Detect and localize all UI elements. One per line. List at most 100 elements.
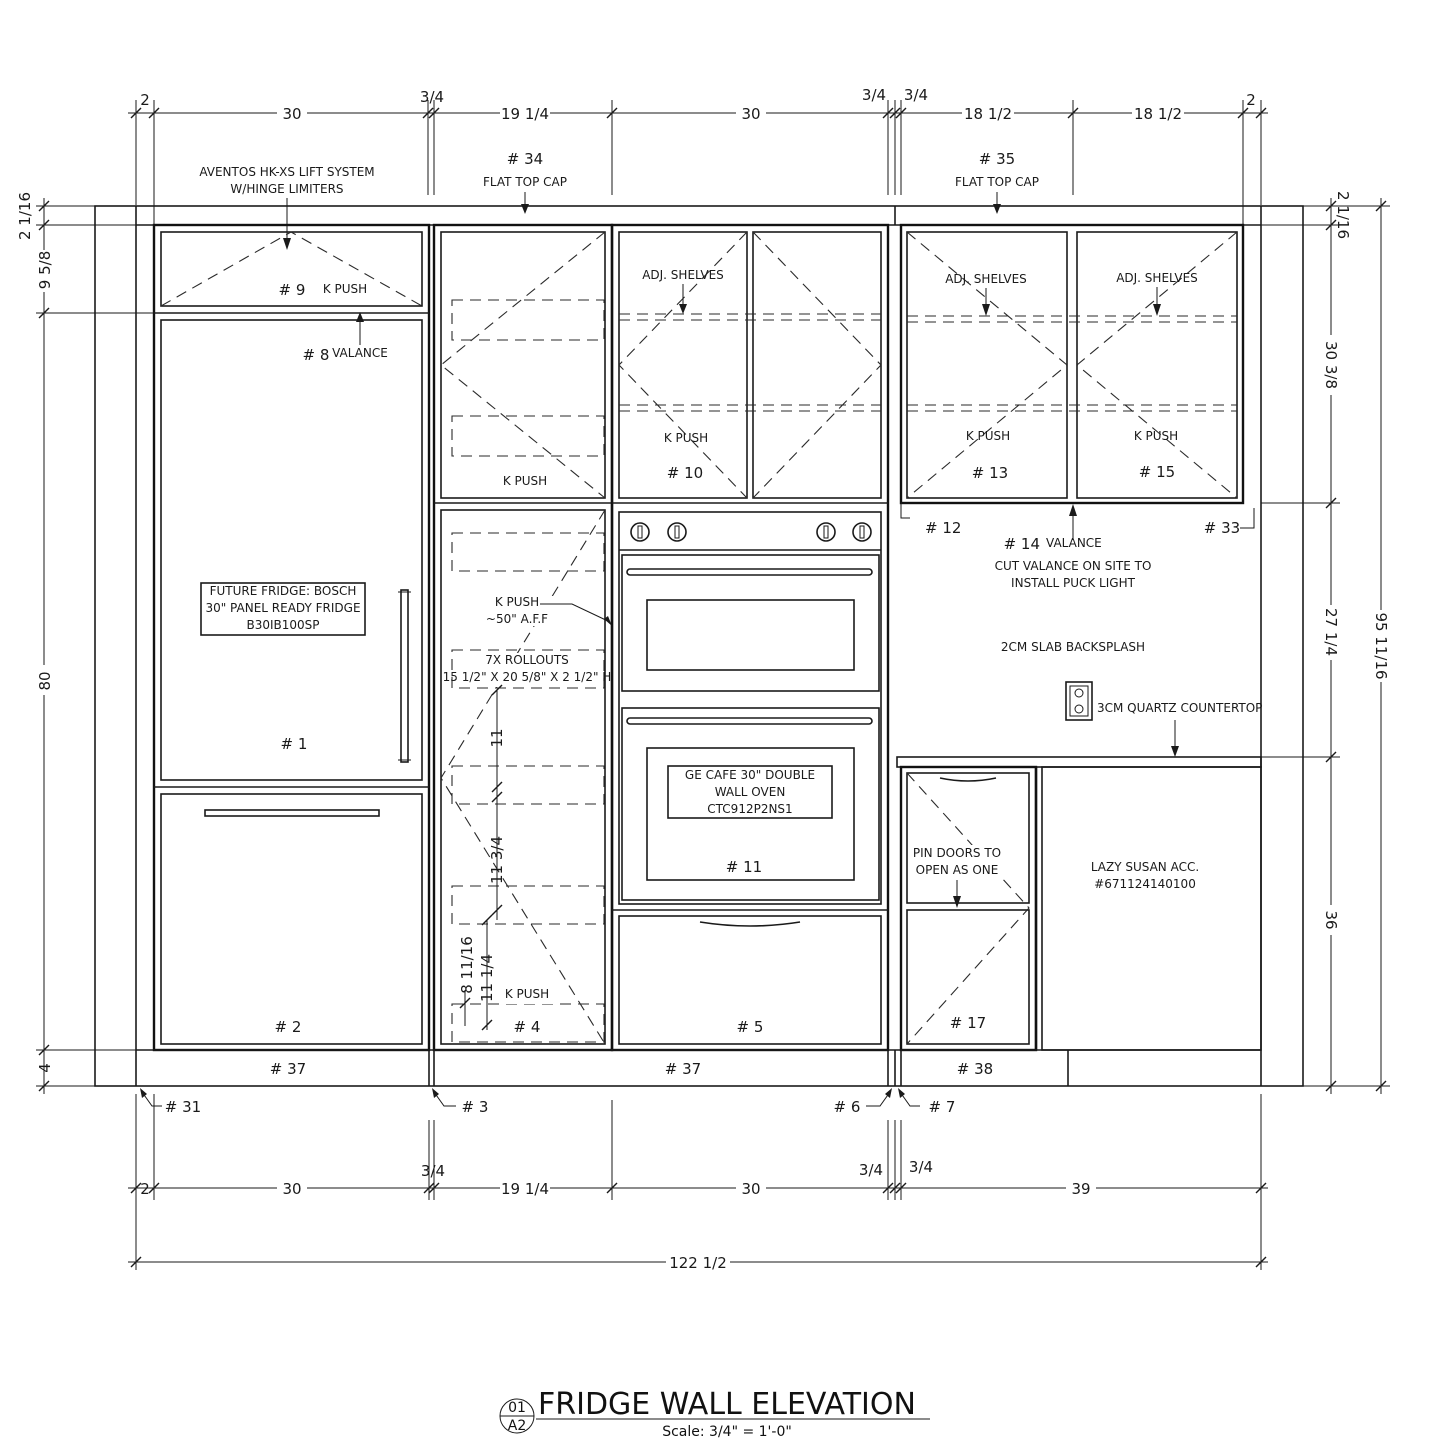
bottom-dim-total: 122 1/2: [669, 1254, 727, 1272]
lazy-susan-note-1: LAZY SUSAN ACC.: [1091, 860, 1199, 874]
drawing-scale: Scale: 3/4" = 1'-0": [662, 1424, 792, 1440]
rollouts-note-1: 7X ROLLOUTS: [485, 653, 569, 667]
tag-10: # 10: [667, 464, 703, 482]
top-dim-1: 2: [140, 91, 150, 109]
drawer-5: [618, 915, 882, 1045]
top-dimension-string: 2 30 3/4 19 1/4 30 3/4 3/4 18 1/2 18 1/2…: [128, 86, 1268, 225]
tag-12: # 12: [925, 519, 961, 537]
tag-6: # 6: [834, 1098, 861, 1116]
kpush-mid-note-2: ~50" A.F.F: [486, 612, 548, 626]
adj-shelves-13-note: ADJ. SHELVES: [945, 272, 1027, 286]
fridge-note-line1: FUTURE FRIDGE: BOSCH: [210, 584, 357, 598]
tag-31: # 31: [165, 1098, 201, 1116]
fridge-panel-1: [160, 319, 423, 781]
upper-pantry-door: [440, 231, 606, 499]
left-dim-2: 9 5/8: [36, 251, 54, 289]
fridge-note-box: [200, 582, 366, 636]
tag-11: # 11: [726, 858, 762, 876]
tag-3: # 3: [462, 1098, 489, 1116]
rollout-dim-4: 11 1/4: [478, 954, 496, 1002]
tag-8: # 8: [303, 346, 330, 364]
tag-35: # 35: [979, 150, 1015, 168]
base-door-17-lower: [906, 909, 1030, 1045]
right-dim-total: 95 11/16: [1372, 612, 1390, 679]
tag-1: # 1: [281, 735, 308, 753]
right-dim-2: 30 3/8: [1322, 341, 1340, 389]
right-dim-4: 36: [1322, 910, 1340, 929]
oven-note-box: [667, 765, 833, 819]
tag-37-left: # 37: [270, 1060, 306, 1078]
top-dim-7: 3/4: [904, 86, 928, 104]
kpush-upper-note: K PUSH: [503, 474, 547, 488]
tag-34: # 34: [507, 150, 543, 168]
kpush-13-note: K PUSH: [966, 429, 1010, 443]
top-dim-6: 3/4: [862, 86, 886, 104]
top-dim-3: 3/4: [420, 88, 444, 106]
lower-oven-window: [646, 747, 855, 881]
tag-5: # 5: [737, 1018, 764, 1036]
bottom-dim-5: 30: [741, 1180, 760, 1198]
drawing-title: FRIDGE WALL ELEVATION: [538, 1387, 916, 1422]
fridge-note-line2: 30" PANEL READY FRIDGE: [205, 601, 360, 615]
filler-tags: # 31 # 3 # 6 # 7: [140, 1088, 955, 1116]
right-dimension-string: 2 1/16 30 3/8 27 1/4 36 95 11/16: [1261, 191, 1390, 1094]
bottom-dim-8: 39: [1071, 1180, 1090, 1198]
outlet-icon: [1065, 681, 1093, 721]
bottom-dimension-string: 2 30 3/4 19 1/4 30 3/4 3/4 39 122 1/2: [128, 1094, 1268, 1272]
backsplash-zone: # 12 # 14 VALANCE CUT VALANCE ON SITE TO…: [896, 503, 1262, 768]
rollout-dimensions: 11 11 3/4 8 11/16 11 1/4: [458, 684, 506, 1031]
bottom-dim-2: 30: [282, 1180, 301, 1198]
kpush-10-note: K PUSH: [664, 431, 708, 445]
toe-kick: [136, 1049, 1261, 1086]
adj-shelves-10-note: ADJ. SHELVES: [642, 268, 724, 282]
upper-door-10-right: [752, 231, 882, 499]
pin-doors-note-2: OPEN AS ONE: [916, 863, 999, 877]
detail-number: 01: [508, 1400, 526, 1416]
valance-8-note: VALANCE: [332, 346, 388, 360]
rollout-dim-1: 11: [488, 728, 506, 747]
rollouts-note-2: 15 1/2" X 20 5/8" X 2 1/2" H: [443, 670, 612, 684]
oven-note-line1: GE CAFE 30" DOUBLE: [685, 768, 815, 782]
right-upper-cabinets: ADJ. SHELVES ADJ. SHELVES K PUSH K PUSH …: [899, 223, 1245, 505]
backsplash-note: 2CM SLAB BACKSPLASH: [1001, 640, 1145, 654]
lazy-susan-cabinet: [1041, 766, 1262, 1051]
tag-15: # 15: [1139, 463, 1175, 481]
rollout-dim-2: 11 3/4: [488, 836, 506, 884]
left-dim-3: 80: [36, 671, 54, 690]
right-dim-1: 2 1/16: [1334, 191, 1352, 239]
top-dim-5: 30: [741, 105, 760, 123]
adj-shelves-15-note: ADJ. SHELVES: [1116, 271, 1198, 285]
tag-14: # 14: [1004, 535, 1040, 553]
right-dim-3: 27 1/4: [1322, 608, 1340, 656]
tag-9: # 9: [279, 281, 306, 299]
fridge-column: # 9 K PUSH # 8 VALANCE FUTURE FRIDGE: BO…: [152, 223, 431, 1078]
tag-4: # 4: [514, 1018, 541, 1036]
bottom-dim-7: 3/4: [909, 1158, 933, 1176]
tag-37-center: # 37: [665, 1060, 701, 1078]
base-door-17-upper: [906, 772, 1030, 904]
top-dim-8: 18 1/2: [964, 105, 1012, 123]
lazy-susan-note-2: #671124140100: [1094, 877, 1196, 891]
cut-valance-note-1: CUT VALANCE ON SITE TO: [995, 559, 1152, 573]
pin-doors-note-1: PIN DOORS TO: [913, 846, 1001, 860]
pantry-column: K PUSH K PUSH ~50" A.F.F 7X ROLLOUTS 15 …: [432, 223, 614, 1052]
double-wall-oven: [618, 511, 882, 905]
kpush-low-note: K PUSH: [505, 987, 549, 1001]
upper-oven-window: [646, 599, 855, 671]
bottom-dim-6: 3/4: [859, 1161, 883, 1179]
freezer-handle: [204, 809, 380, 817]
rollout-dim-3: 8 11/16: [458, 936, 476, 994]
top-notes: AVENTOS HK-XS LIFT SYSTEM W/HINGE LIMITE…: [199, 150, 1039, 250]
kpush-15-note: K PUSH: [1134, 429, 1178, 443]
top-dim-4: 19 1/4: [501, 105, 549, 123]
countertop-note: 3CM QUARTZ COUNTERTOP: [1097, 701, 1262, 715]
quartz-countertop: [896, 756, 1262, 768]
top-dim-10: 2: [1246, 91, 1256, 109]
bottom-dim-4: 19 1/4: [501, 1180, 549, 1198]
right-base-cabinets: PIN DOORS TO OPEN AS ONE # 17 LAZY SUSAN…: [899, 765, 1262, 1086]
left-dimension-string: 2 1/16 9 5/8 80 4: [16, 192, 154, 1094]
top-dim-2: 30: [282, 105, 301, 123]
fridge-handle: [400, 589, 409, 763]
tag-7: # 7: [929, 1098, 956, 1116]
sheet-number: A2: [508, 1418, 526, 1434]
